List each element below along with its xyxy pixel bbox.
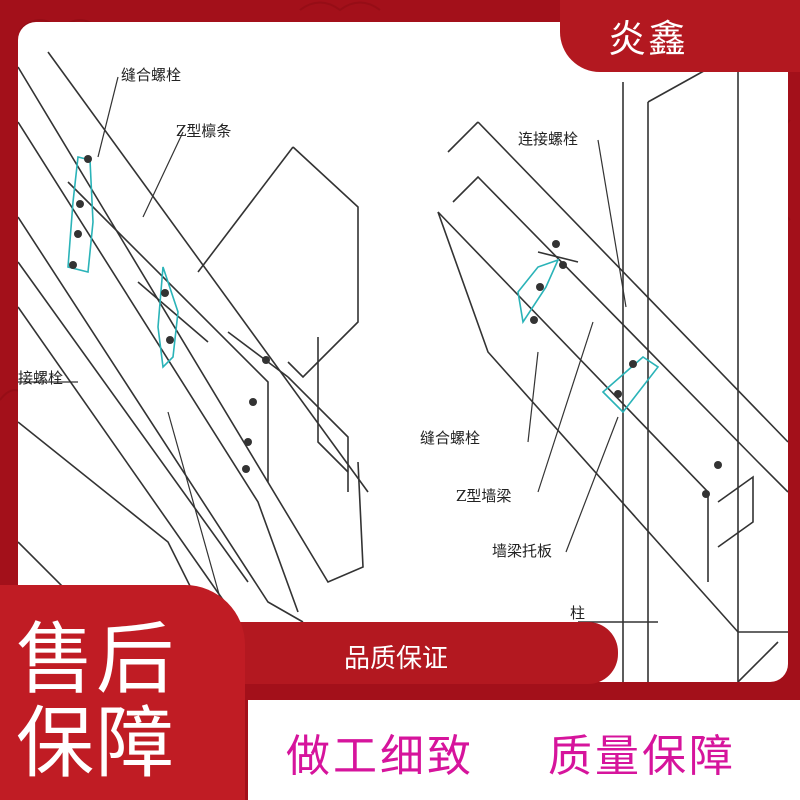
slogan-right: 质量保障 [548, 731, 736, 782]
label-connection-bolt-left: 接螺栓 [18, 369, 64, 387]
technical-drawing-panel: 缝合螺栓 Z型檩条 接螺栓 连接螺栓 缝合螺栓 Z型墙梁 墙梁托板 柱 [18, 22, 788, 682]
after-sales-line1: 售后 [16, 615, 177, 705]
label-z-girt: Z型墙梁 [456, 487, 512, 505]
label-stitch-bolt-left: 缝合螺栓 [121, 66, 182, 84]
quality-banner-label: 品质保证 [344, 644, 449, 674]
label-girt-bracket: 墙梁托板 [492, 542, 553, 560]
after-sales-line2: 保障 [16, 699, 177, 789]
quality-banner: 品质保证 [236, 622, 618, 684]
slogan-left: 做工细致 [286, 731, 474, 782]
brand-name: 炎鑫 [608, 17, 689, 61]
label-z-purlin: Z型檩条 [176, 122, 232, 140]
label-connection-bolt-right: 连接螺栓 [518, 130, 579, 148]
purlin-drawing [18, 22, 788, 682]
label-stitch-bolt-right: 缝合螺栓 [420, 429, 481, 447]
label-column: 柱 [570, 604, 586, 622]
after-sales-badge: 售后 保障 [0, 585, 245, 800]
slogan-strip: 做工细致 质量保障 [248, 700, 800, 800]
brand-tab: 炎鑫 [560, 0, 800, 72]
